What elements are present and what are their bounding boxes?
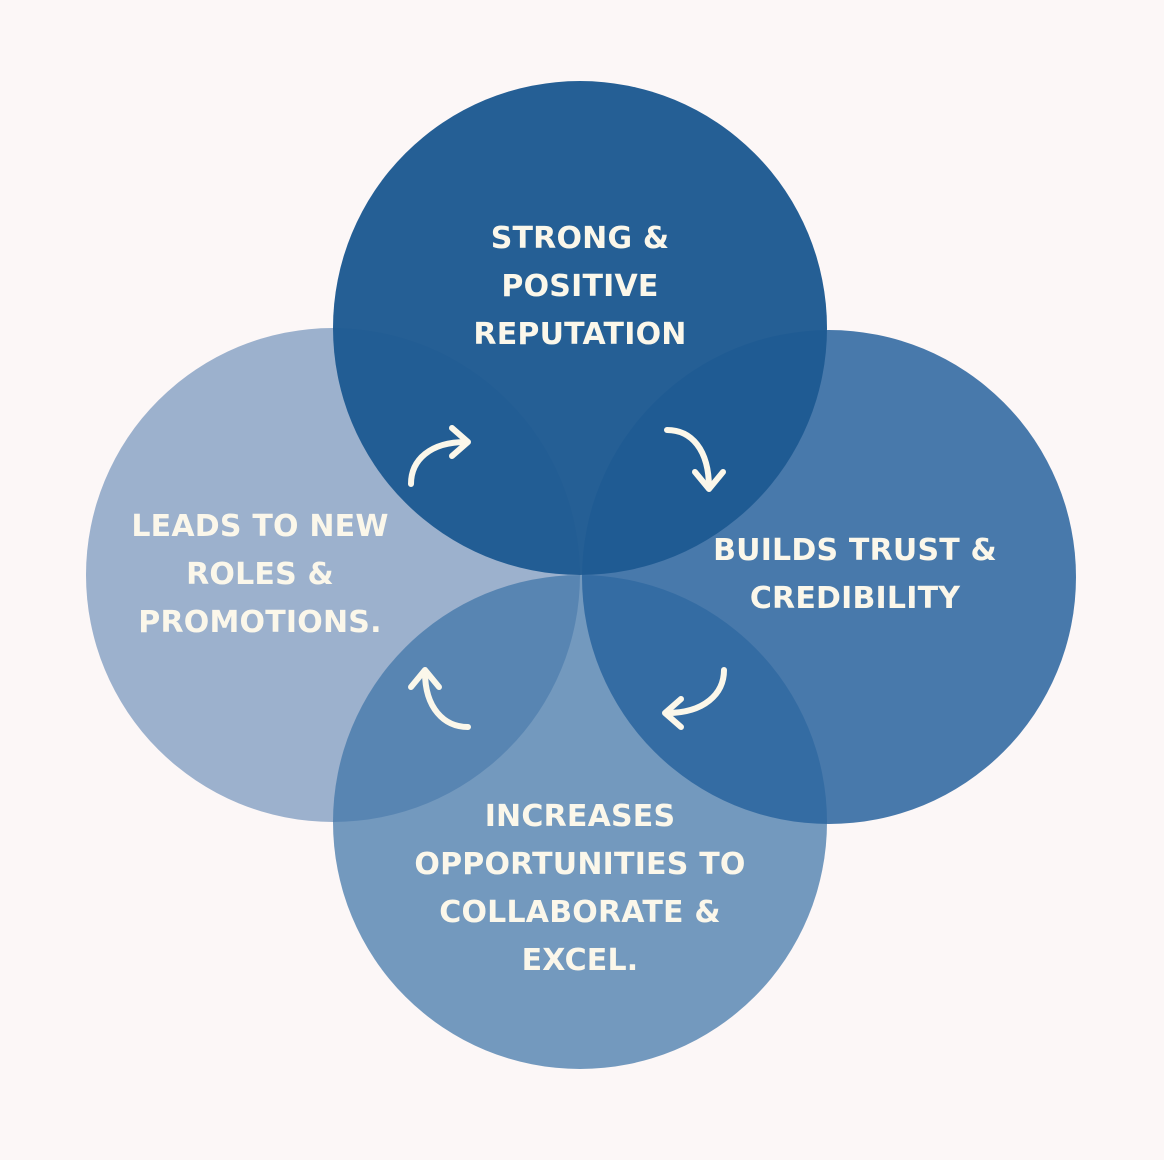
label-line: LEADS TO NEW [131, 509, 389, 544]
curved-arrow-icon [664, 427, 726, 492]
node-label-top: STRONG & POSITIVE REPUTATION [430, 215, 730, 359]
node-label-right: BUILDS TRUST & CREDIBILITY [700, 527, 1010, 623]
label-line: INCREASES [484, 799, 676, 834]
label-line: BUILDS TRUST & [713, 533, 997, 568]
curved-arrow-icon [662, 667, 727, 730]
curved-arrow-icon [408, 667, 471, 730]
label-line: COLLABORATE & [439, 895, 721, 930]
label-line: STRONG & [490, 221, 670, 256]
label-line: EXCEL. [521, 943, 639, 978]
label-line: PROMOTIONS. [138, 605, 382, 640]
label-line: ROLES & [186, 557, 334, 592]
label-line: CREDIBILITY [749, 581, 961, 616]
label-line: OPPORTUNITIES TO [414, 847, 746, 882]
node-label-bottom: INCREASES OPPORTUNITIES TO COLLABORATE &… [400, 793, 760, 985]
label-line: POSITIVE [501, 269, 659, 304]
label-line: REPUTATION [473, 317, 687, 352]
node-label-left: LEADS TO NEW ROLES & PROMOTIONS. [110, 503, 410, 647]
curved-arrow-icon [408, 425, 471, 487]
